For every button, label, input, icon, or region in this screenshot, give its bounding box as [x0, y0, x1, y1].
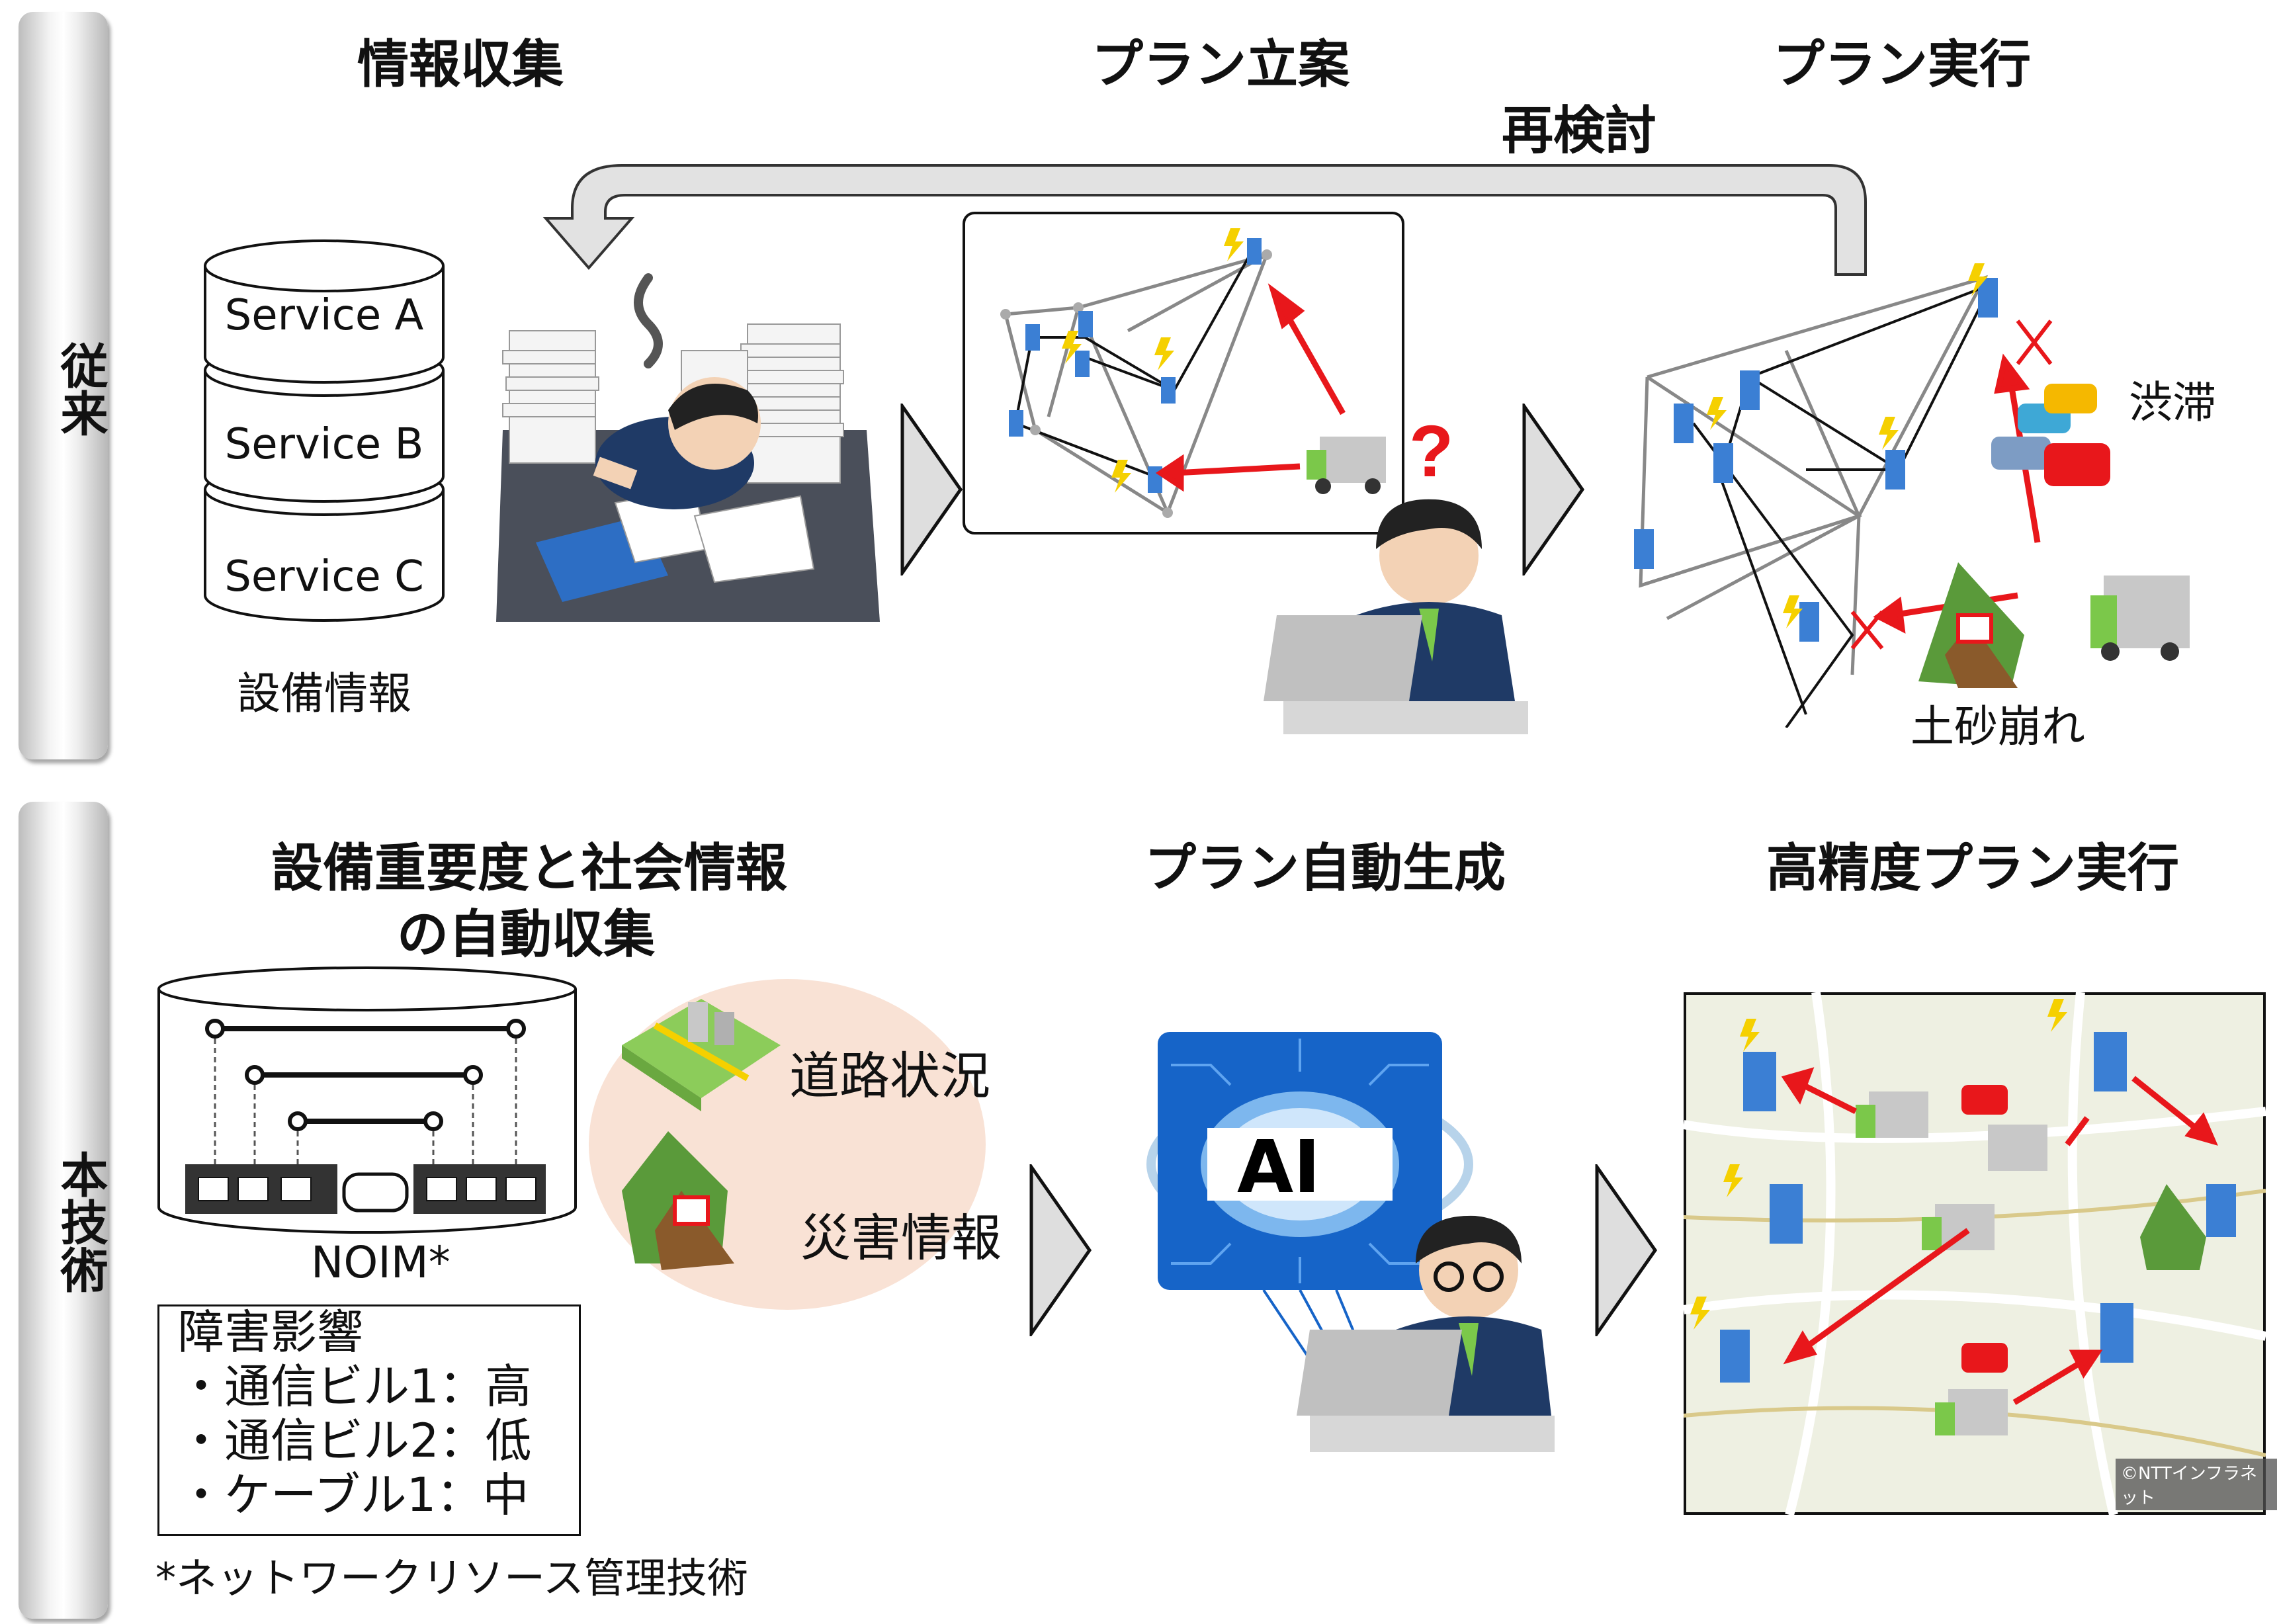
- title-plan-execution: プラン実行: [1773, 35, 2032, 95]
- side-label-conventional: 従来: [52, 341, 108, 437]
- overworked-worker-illustration: [496, 273, 880, 622]
- title-auto-plan-generation: プラン自動生成: [1144, 839, 1506, 898]
- service-b-label: Service B: [224, 420, 424, 469]
- recheck-label: 再検討: [1502, 101, 1657, 161]
- database-stack: [204, 239, 445, 622]
- side-tab-conventional: 従来: [19, 12, 108, 759]
- title-auto-collection-line2: の自動収集: [397, 905, 656, 964]
- flow-chevron-4: [1595, 1164, 1658, 1336]
- title-high-precision-execution: 高精度プラン実行: [1766, 839, 2180, 898]
- social-info-bubble: [589, 979, 986, 1310]
- service-a-label: Service A: [224, 291, 424, 340]
- plan-network-graph: [1000, 228, 1386, 518]
- impact-item-cable1: ・ケーブル1：中: [178, 1468, 529, 1522]
- execution-map: [1684, 992, 2266, 1515]
- road-condition-label: 道路状況: [789, 1047, 990, 1105]
- execution-network-graph: [1634, 263, 2190, 728]
- failure-impact-box: 障害影響 ・通信ビル1：高 ・通信ビル2：低 ・ケーブル1：中: [157, 1304, 581, 1536]
- noim-label: NOIM*: [311, 1237, 451, 1288]
- noim-database: [157, 966, 577, 1234]
- svg-text:?: ?: [1409, 423, 1453, 492]
- map-credit: ©NTTインフラネット: [2116, 1459, 2277, 1510]
- side-label-new-tech: 本技術: [52, 1150, 108, 1293]
- service-c-label: Service C: [224, 552, 424, 601]
- impact-title: 障害影響: [178, 1305, 363, 1359]
- thinking-worker-illustration: ?: [1264, 423, 1528, 734]
- title-info-collection: 情報収集: [357, 35, 564, 95]
- ai-operator-illustration: [1297, 1215, 1555, 1452]
- ai-chip-illustration: [1146, 1032, 1473, 1371]
- ai-label: AI: [1237, 1125, 1321, 1209]
- flow-chevron-3: [1029, 1164, 1092, 1336]
- flow-chevron-1: [900, 404, 963, 576]
- landslide-label: 土砂崩れ: [1911, 701, 2085, 752]
- title-plan-drafting: プラン立案: [1092, 35, 1350, 95]
- impact-item-building2: ・通信ビル2：低: [178, 1414, 532, 1468]
- impact-item-building1: ・通信ビル1：高: [178, 1359, 532, 1414]
- equipment-info-label: 設備情報: [237, 668, 411, 719]
- title-auto-collection-line1: 設備重要度と社会情報: [271, 839, 788, 898]
- recheck-arrow: [542, 164, 1867, 276]
- disaster-info-label: 災害情報: [800, 1209, 1002, 1267]
- flow-chevron-2: [1522, 404, 1585, 576]
- congestion-label: 渋滞: [2129, 377, 2216, 428]
- footnote-label: *ネットワークリソース管理技術: [155, 1554, 748, 1602]
- side-tab-new-tech: 本技術: [19, 802, 108, 1619]
